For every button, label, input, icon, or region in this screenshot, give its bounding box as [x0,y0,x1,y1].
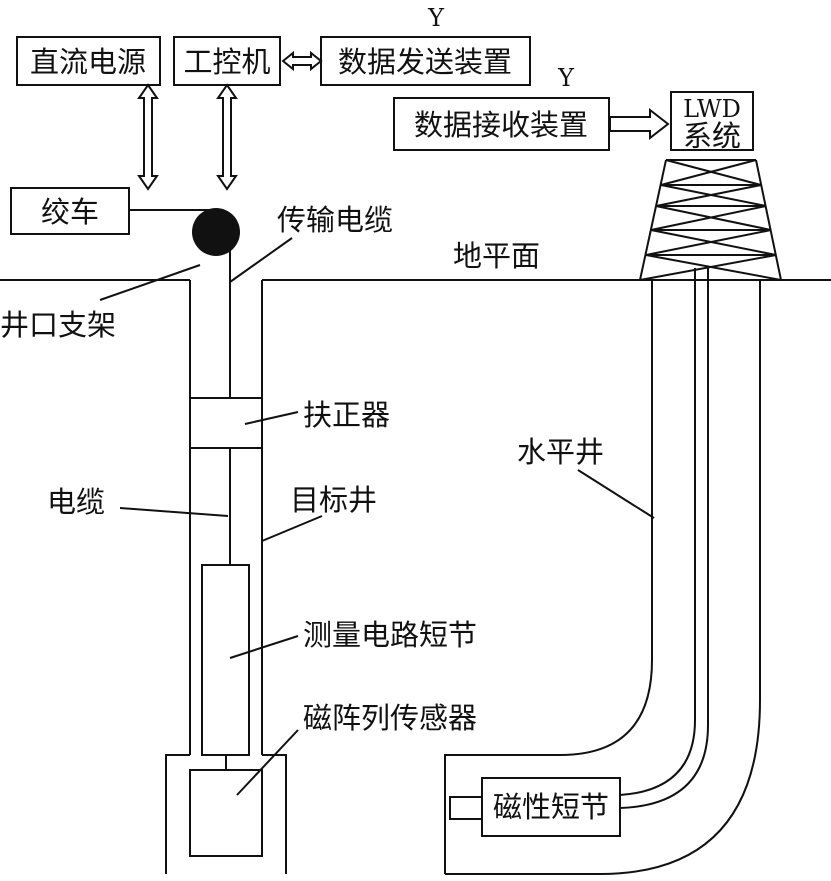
mag-sub-label: 磁性短节 [493,790,609,824]
cable-leader [119,507,229,517]
target-well-leader [261,515,323,542]
centralizer-block [189,397,263,449]
lwd-label-line1: LWD [683,95,741,123]
mag-array-label: 磁阵列传感器 [303,701,477,735]
double-arrow-power-winch [137,83,159,191]
data-recv-label: 数据接收装置 [414,108,588,142]
measure-circuit-sub [201,564,250,756]
measure-circuit-label: 测量电路短节 [303,618,477,652]
data-send-label: 数据发送装置 [338,45,512,79]
mag-sub-box [481,777,621,837]
double-arrow-ipc-winch [216,83,238,191]
ground-label: 地平面 [453,239,540,273]
ipc-label: 工控机 [183,45,270,79]
y-top-label: Y [427,4,445,32]
cable-trans-label: 传输电缆 [277,203,393,237]
winch-box [10,187,130,235]
mag-array-leader [236,729,299,796]
dc-power-box [16,36,161,86]
ipc-box [173,36,281,86]
mag-sub-tip [449,796,483,820]
cable-label: 电缆 [47,485,105,519]
horizontal-well-walls [444,280,761,875]
drill-string [619,268,709,809]
arrow-recv-to-lwd [609,107,670,141]
horizontal-well-leader [577,469,655,519]
centralizer-label: 扶正器 [303,398,390,432]
data-send-box [320,36,531,86]
y-mid-label: Y [557,64,575,92]
wellhead-label: 井口支架 [0,308,116,342]
horizontal-well-label: 水平井 [517,435,604,469]
wellhead-leader [99,264,201,301]
dc-power-label: 直流电源 [30,45,146,79]
drilling-derrick [639,159,782,281]
target-well-walls [165,280,287,874]
lwd-box [670,91,754,151]
measure-circuit-leader [229,635,299,659]
pulley-wheel [192,208,240,256]
mag-array-sensor [189,769,263,857]
target-well-label: 目标井 [290,483,377,517]
cable-trans-leader [229,237,293,283]
lwd-label-line2: 系统 [683,119,741,153]
double-arrow-ipc-send [281,50,323,72]
winch-label: 绞车 [41,195,99,229]
centralizer-leader [244,411,299,425]
